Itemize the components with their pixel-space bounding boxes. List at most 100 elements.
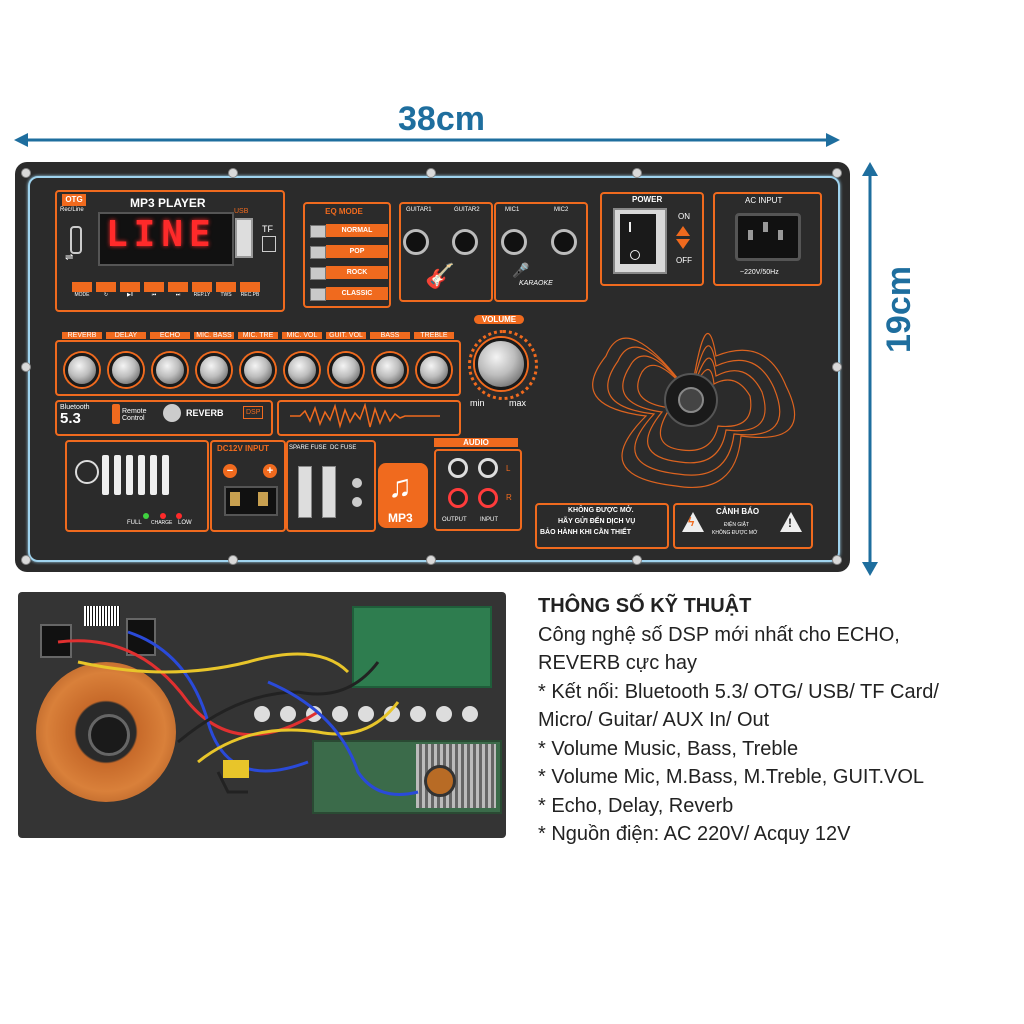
treble-label: TREBLE [414, 332, 454, 339]
volume-min-label: min [470, 398, 485, 408]
ac-socket[interactable] [735, 213, 801, 261]
dc-fuse-label: DC FUSE [330, 445, 357, 451]
ac-input-module [713, 192, 822, 286]
mp3-rec-button[interactable] [240, 282, 260, 292]
reverb-knob[interactable] [65, 353, 99, 387]
fuse-screw [352, 478, 362, 488]
dc-plus-icon: + [263, 464, 277, 478]
guitar2-jack[interactable] [452, 229, 478, 255]
mic-vol-knob[interactable] [285, 353, 319, 387]
barcode-sticker [84, 606, 120, 626]
eq-classic-label: CLASSIC [326, 287, 388, 300]
screw-icon [21, 168, 31, 178]
echo-knob[interactable] [153, 353, 187, 387]
mp3-replay-button[interactable] [192, 282, 212, 292]
power-off-mark [630, 250, 640, 260]
bass-knob[interactable] [373, 353, 407, 387]
exclamation-warning-icon [780, 512, 802, 532]
screw-icon [832, 555, 842, 565]
usb-port[interactable] [235, 218, 253, 258]
audio-output-left-jack[interactable] [448, 458, 468, 478]
eq-rock-label: ROCK [326, 266, 388, 279]
mp3-play-pause-label: ▶‖ [127, 292, 133, 298]
audio-left-label: L [506, 464, 511, 473]
dc-terminal-screw [230, 492, 240, 506]
volume-knob[interactable] [475, 338, 527, 390]
wiring-harness [57, 630, 419, 796]
eq-rock-button[interactable] [310, 267, 326, 280]
mic1-jack[interactable] [501, 229, 527, 255]
waveform-panel [277, 400, 461, 436]
mp3-prev-button[interactable] [144, 282, 164, 292]
warning-title: CẢNH BÁO [716, 507, 760, 516]
spiral-art-icon [592, 333, 796, 488]
spare-fuse[interactable] [298, 466, 312, 518]
eq-pop-button[interactable] [310, 246, 326, 259]
power-off-label: OFF [676, 256, 692, 265]
mic-bass-label: MIC. BASS [194, 332, 234, 339]
guitar1-jack[interactable] [403, 229, 429, 255]
mp3-mode-button[interactable] [72, 282, 92, 292]
delay-label: DELAY [106, 332, 146, 339]
mp3-rec-label: REC.PB [240, 292, 260, 298]
echo-label: ECHO [150, 332, 190, 339]
eq-classic-button[interactable] [310, 288, 326, 301]
delay-knob[interactable] [109, 353, 143, 387]
power-module [600, 192, 704, 286]
screw-icon [632, 555, 642, 565]
power-arrow-icon [676, 226, 690, 236]
mp3-player-module [55, 190, 285, 312]
mic2-jack[interactable] [551, 229, 577, 255]
bluetooth-version: 5.3 [60, 410, 81, 427]
spec-line: * Nguồn điện: AC 220V/ Acquy 12V [538, 823, 851, 845]
mic-treble-knob[interactable] [241, 353, 275, 387]
screw-icon [21, 362, 31, 372]
height-arrow-icon [862, 162, 878, 576]
audio-input-right-jack[interactable] [478, 488, 498, 508]
guit-vol-knob[interactable] [329, 353, 363, 387]
spec-line: * Volume Music, Bass, Treble [538, 738, 799, 760]
warning-line2: KHÔNG ĐƯỢC MỞ [712, 530, 758, 536]
otg-badge: OTG [62, 194, 86, 206]
mic-bass-knob[interactable] [197, 353, 231, 387]
led-full [143, 513, 149, 519]
treble-knob[interactable] [417, 353, 451, 387]
eq-pop-label: POP [326, 245, 388, 258]
remote-control-label: Remote Control [122, 408, 147, 422]
usb-c-port[interactable] [70, 226, 82, 254]
vent-grille [102, 455, 169, 495]
volume-max-label: max [509, 398, 527, 408]
audio-input-left-jack[interactable] [478, 458, 498, 478]
mp3-play-pause-button[interactable] [120, 282, 140, 292]
notice-line1: KHÔNG ĐƯỢC MỞ. [568, 507, 634, 514]
audio-module [434, 449, 522, 531]
rec-line-label: Rec/Line [60, 207, 84, 213]
width-arrow-icon [14, 133, 840, 147]
lightning-warning-icon [682, 512, 704, 532]
led-charge-label: CHARGE [151, 520, 173, 526]
mic-treble-label: MIC. TRE [238, 332, 278, 339]
mic2-label: MIC2 [554, 207, 569, 213]
mp3-repeat-button[interactable] [96, 282, 116, 292]
led-display [98, 212, 234, 266]
dc-fuse[interactable] [322, 466, 336, 518]
tf-card-slot[interactable] [262, 236, 276, 252]
audio-output-right-jack[interactable] [448, 488, 468, 508]
ac-pin [778, 230, 783, 240]
dc-terminal-screw [258, 492, 268, 506]
eq-normal-button[interactable] [310, 225, 326, 238]
mp3-tws-button[interactable] [216, 282, 236, 292]
mp3-next-button[interactable] [168, 282, 188, 292]
screw-icon [426, 168, 436, 178]
spec-line: * Kết nối: Bluetooth 5.3/ OTG/ USB/ TF C… [538, 681, 939, 703]
eq-normal-label: NORMAL [326, 224, 388, 237]
mp3-repeat-label: ↻ [103, 292, 109, 298]
microphone-icon: 🎤 [512, 262, 530, 278]
guit-vol-label: GUIT. VOL [326, 332, 366, 339]
audio-input-label: INPUT [480, 517, 498, 523]
audio-right-label: R [506, 493, 512, 502]
reverb-icon [163, 404, 181, 422]
music-note-icon: ♫ [388, 468, 412, 504]
lightning-bolt-icon: ϟ [688, 515, 695, 529]
led-full-label: FULL [127, 520, 142, 526]
